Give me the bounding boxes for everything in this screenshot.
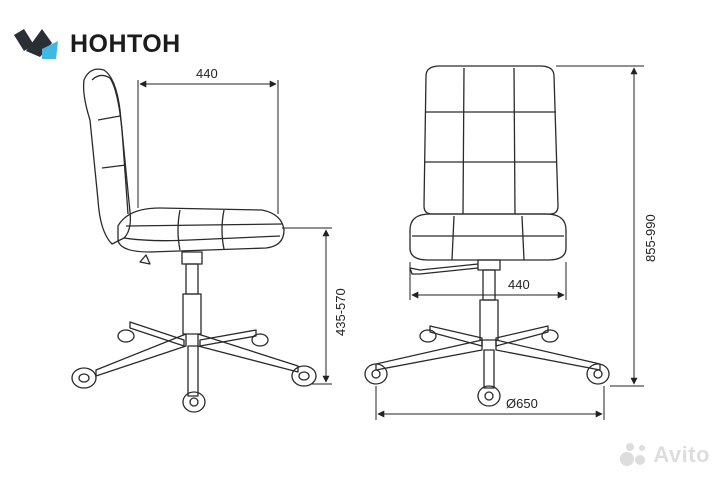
avito-dots-icon <box>620 443 646 466</box>
side-dimension-lines <box>137 80 332 385</box>
side-view-chair <box>71 68 317 413</box>
side-depth-label: 440 <box>196 66 218 81</box>
avito-watermark: Avito <box>619 441 710 469</box>
front-dimension-lines <box>375 65 644 420</box>
front-view-chair <box>364 65 610 407</box>
avito-watermark-text: Avito <box>653 442 710 467</box>
brand-logo-icon <box>14 29 58 59</box>
base-diameter-label: Ø650 <box>506 396 538 411</box>
side-height-label: 435-570 <box>333 288 348 336</box>
front-total-height-label: 855-990 <box>643 214 658 262</box>
brand-name: НОНТОН <box>70 29 181 58</box>
front-width-label: 440 <box>508 277 530 292</box>
brand-header: НОНТОН <box>12 24 181 64</box>
